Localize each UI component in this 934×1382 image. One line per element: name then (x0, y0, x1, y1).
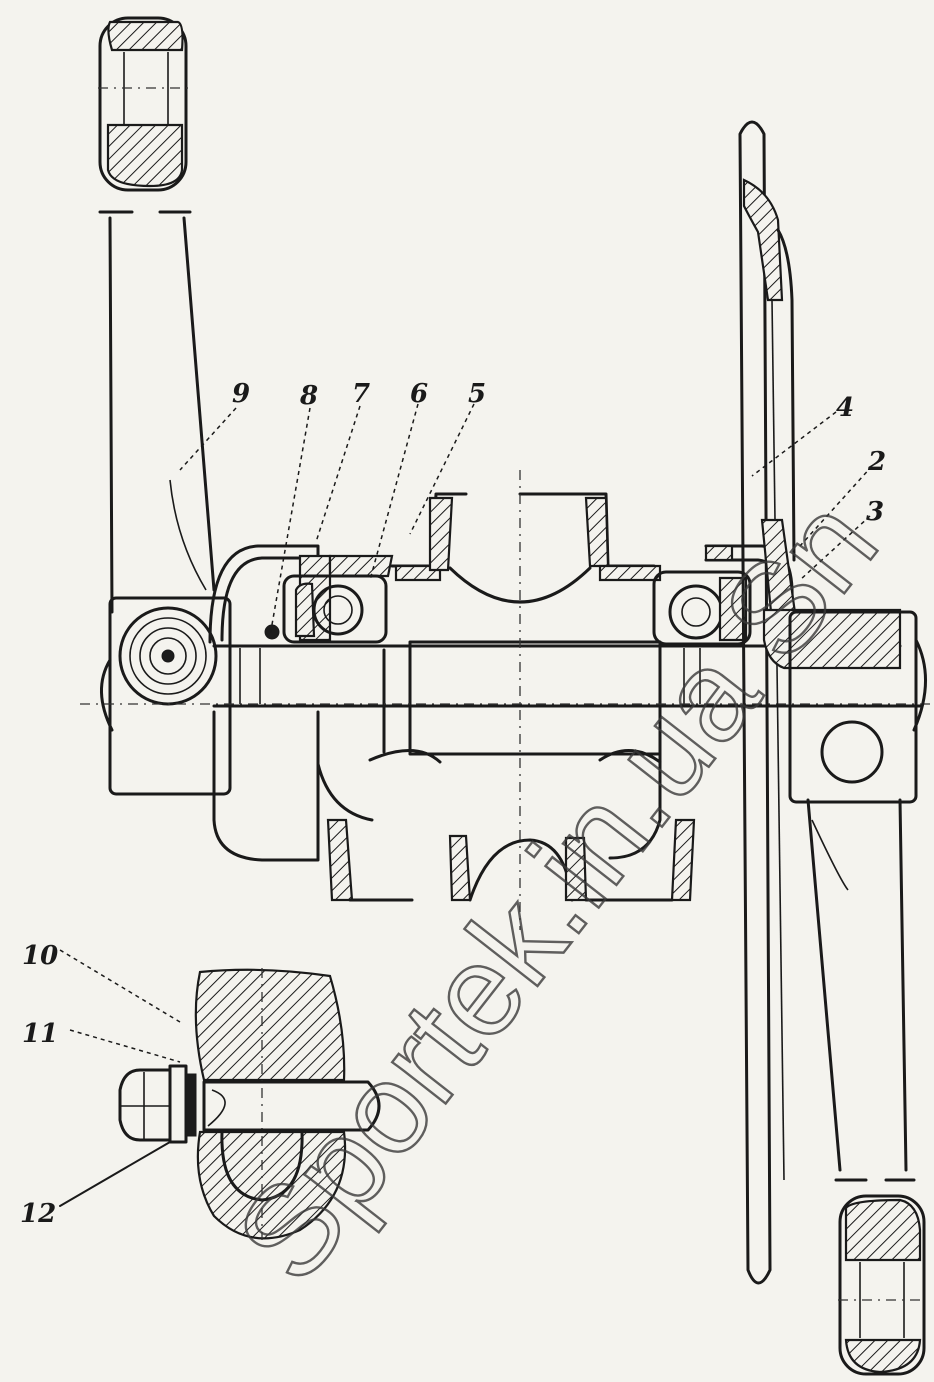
callout-8: 8 (299, 381, 318, 411)
callout-9: 9 (232, 379, 250, 409)
callout-11: 11 (22, 1019, 58, 1049)
chainring (738, 120, 798, 1285)
callout-5: 5 (468, 379, 486, 409)
callout-7: 7 (352, 379, 370, 409)
right-crank-arm (762, 608, 927, 1376)
callout-12: 12 (20, 1199, 56, 1229)
leader-lines (59, 403, 873, 1207)
callout-4: 4 (836, 393, 854, 423)
cotter-pin-detail (118, 968, 381, 1240)
left-crank-arm (98, 16, 232, 796)
callout-6: 6 (410, 379, 428, 409)
callout-10: 10 (22, 941, 58, 971)
spindle (80, 470, 930, 930)
callout-3: 3 (866, 497, 884, 527)
callout-labels: 9 8 7 6 5 4 2 3 10 11 12 (20, 379, 886, 1229)
callout-2: 2 (867, 447, 886, 477)
